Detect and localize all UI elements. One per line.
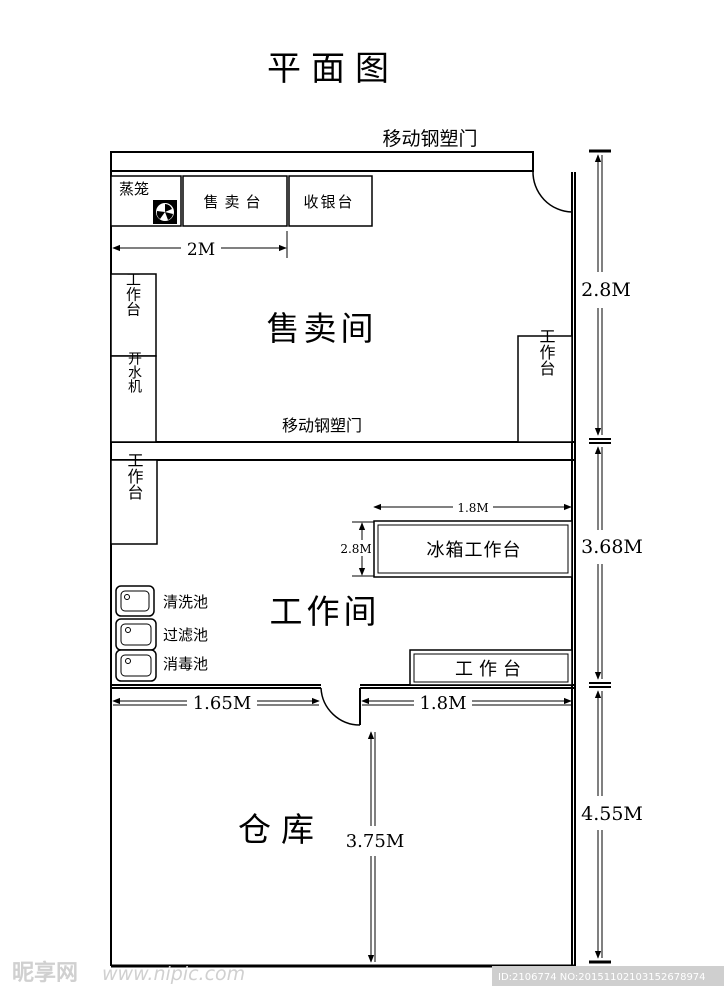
sales-counter: 售卖台: [182, 175, 288, 227]
dim-work-depth: 3.68M: [581, 536, 643, 558]
room-label-work: 工作间: [270, 592, 381, 631]
svg-text:工作台: 工作台: [455, 659, 527, 680]
svg-text:开水机: 开水机: [126, 351, 142, 394]
watermark-logo: 昵享网: [12, 960, 78, 986]
dim-fridge-depth: 2.8M: [336, 521, 376, 577]
svg-text:2M: 2M: [187, 240, 215, 260]
svg-text:2.8M: 2.8M: [340, 542, 371, 556]
dim-storage-depth: 4.55M: [581, 803, 643, 825]
dim-counter-width: 2M: [112, 231, 288, 260]
svg-text:冰箱工作台: 冰箱工作台: [427, 540, 522, 561]
svg-text:售卖台: 售卖台: [203, 193, 266, 211]
sink-wash: 清洗池: [115, 585, 208, 617]
room-label-sales: 售卖间: [267, 309, 378, 348]
sales-workbench-left: 工作台: [110, 272, 157, 357]
work-workbench-left: 工作台: [110, 452, 158, 545]
svg-text:1.8M: 1.8M: [457, 501, 488, 515]
dim-label-bg-3: [576, 796, 648, 830]
sink-filter: 过滤池: [115, 618, 208, 651]
plan-title: 平面图: [267, 49, 399, 89]
partition-sales-work: [111, 441, 576, 461]
svg-text:工作台: 工作台: [125, 452, 144, 500]
svg-text:工作台: 工作台: [537, 328, 556, 376]
dim-right-wall: 1.8M: [361, 691, 572, 714]
middle-door-label: 移动钢塑门: [282, 416, 362, 435]
svg-text:蒸笼: 蒸笼: [119, 180, 149, 198]
dim-sales-depth: 2.8M: [581, 279, 631, 301]
svg-text:工作台: 工作台: [124, 272, 142, 317]
work-workbench-bottom: 工作台: [409, 649, 573, 686]
svg-text:3.75M: 3.75M: [346, 831, 405, 852]
watermark-url: www.nipic.com: [102, 963, 245, 985]
top-door-label: 移动钢塑门: [382, 128, 477, 150]
dim-label-bg-2: [576, 530, 648, 564]
sales-workbench-right: 工作台: [517, 328, 573, 443]
cashier-counter: 收银台: [288, 175, 373, 227]
svg-text:过滤池: 过滤池: [163, 626, 208, 644]
svg-text:收银台: 收银台: [303, 193, 354, 211]
dim-left-wall: 1.65M: [112, 691, 320, 714]
svg-text:1.8M: 1.8M: [419, 693, 466, 714]
watermark-id-bar: [492, 966, 724, 986]
sink-disinfect: 消毒池: [115, 649, 208, 682]
dim-storage-inner: 3.75M: [340, 731, 410, 963]
top-door-swing: [532, 152, 573, 213]
svg-text:清洗池: 清洗池: [163, 593, 208, 611]
fridge-workbench: 冰箱工作台: [373, 520, 573, 578]
watermark-id: ID:2106774 NO:20151102103152678974: [498, 972, 706, 983]
dim-label-bg-1: [576, 272, 636, 308]
dim-fridge-width: 1.8M: [373, 499, 572, 515]
svg-text:1.65M: 1.65M: [193, 693, 252, 714]
steamer: 蒸笼: [110, 175, 182, 227]
room-label-storage: 仓库: [238, 810, 324, 849]
fan-icon: [153, 200, 177, 224]
water-boiler: 开水机: [110, 351, 157, 443]
svg-text:消毒池: 消毒池: [163, 655, 208, 673]
